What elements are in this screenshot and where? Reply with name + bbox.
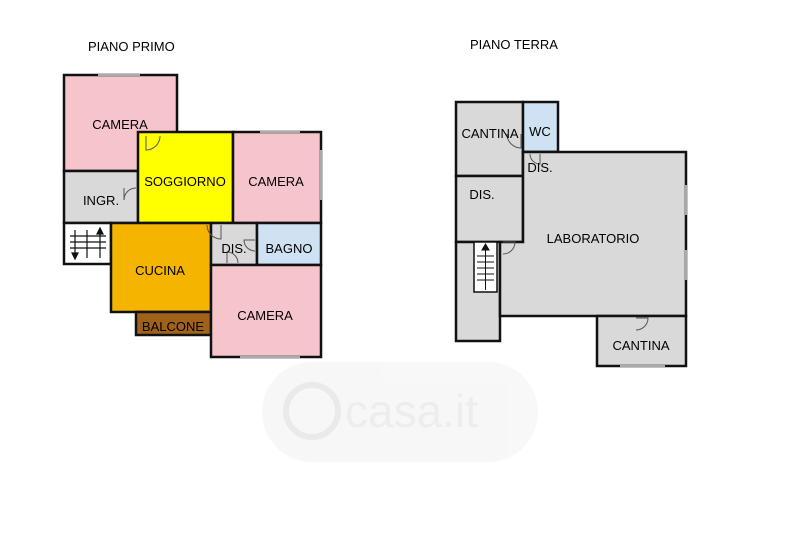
label-cantina-1: CANTINA: [461, 126, 518, 141]
door-laboratorio: [502, 241, 516, 255]
label-camera-3: CAMERA: [237, 308, 293, 323]
label-camera-1: CAMERA: [92, 117, 148, 132]
room-bagno: [255, 221, 323, 267]
label-cantina-2: CANTINA: [612, 338, 669, 353]
label-ingresso: INGR.: [83, 193, 119, 208]
label-wc: WC: [529, 124, 551, 139]
room-laboratorio: [498, 150, 688, 318]
room-disimpegno-2: [454, 174, 525, 244]
room-disimpegno: [209, 221, 259, 267]
door-cucina: [206, 224, 222, 240]
door-cantina-1: [506, 133, 522, 149]
door-wc: [529, 153, 541, 165]
room-camera-3: [209, 263, 323, 359]
watermark-badge: [262, 362, 538, 462]
room-camera-2: [231, 130, 323, 225]
door-camera-3: [226, 251, 239, 264]
label-soggiorno: SOGGIORNO: [144, 174, 226, 189]
door-bagno: [243, 239, 256, 252]
label-camera-2: CAMERA: [248, 174, 304, 189]
stairs-icon-terra: [473, 241, 498, 293]
label-bagno: BAGNO: [266, 241, 313, 256]
label-disimpegno-1: DIS.: [527, 160, 552, 175]
door-cantina-2: [635, 317, 649, 331]
label-balcone: BALCONE: [142, 319, 204, 334]
label-disimpegno-2: DIS.: [469, 187, 494, 202]
door-ingresso: [123, 187, 137, 201]
door-soggiorno: [145, 135, 161, 151]
title-piano-primo: PIANO PRIMO: [88, 39, 175, 54]
title-piano-terra: PIANO TERRA: [470, 37, 558, 52]
floor-primo: CAMERA SOGGIORNO CAMERA INGR. CUCINA DIS…: [62, 73, 323, 359]
label-disimpegno: DIS.: [221, 241, 246, 256]
house-icon: [283, 382, 341, 440]
watermark: casa.it: [262, 362, 538, 462]
watermark-text: casa.it: [345, 385, 478, 437]
room-ingresso: [62, 169, 140, 225]
floor-terra: CANTINA WC DIS. DIS. LABORATORIO CANTINA: [454, 100, 688, 368]
stairs-icon: [70, 226, 106, 261]
label-cucina: CUCINA: [135, 263, 185, 278]
label-laboratorio: LABORATORIO: [547, 231, 640, 246]
